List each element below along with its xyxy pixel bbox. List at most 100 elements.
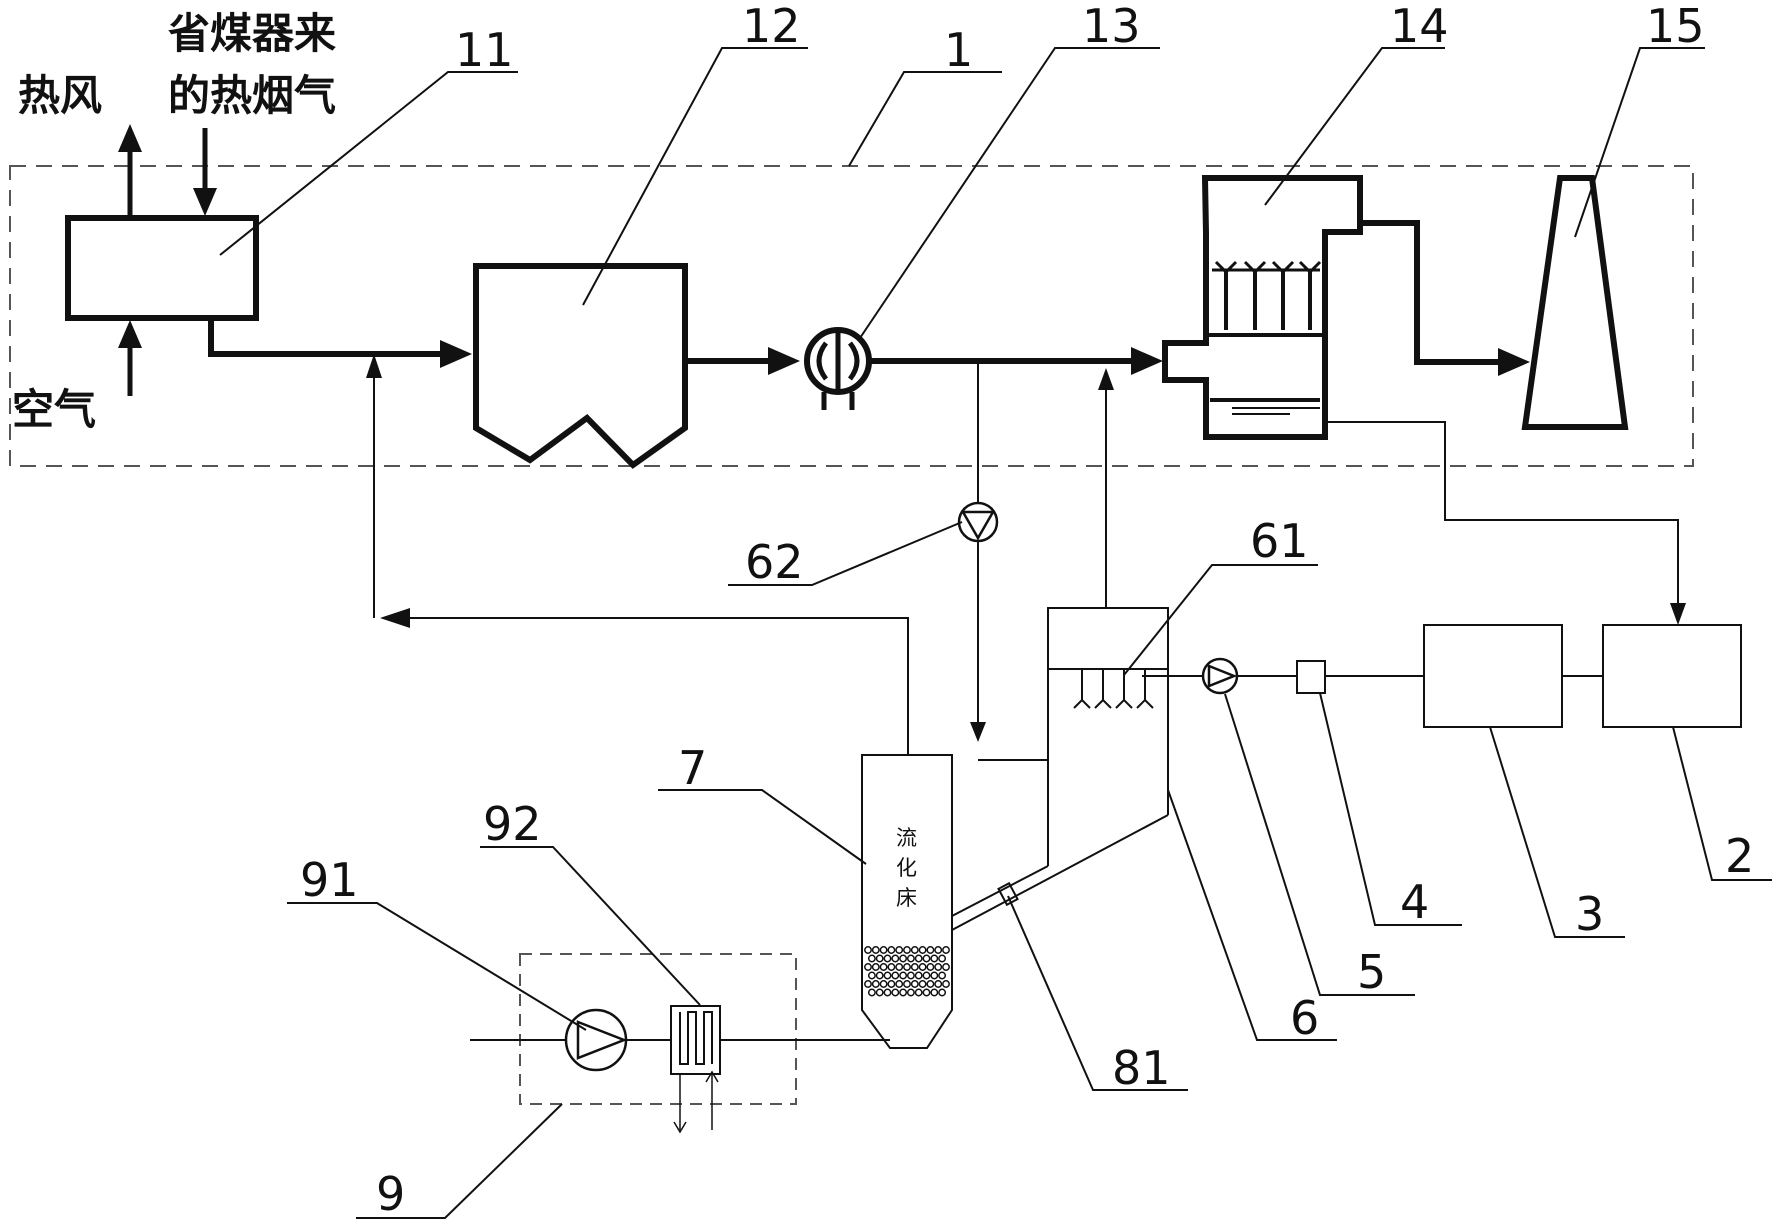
- bed-particle: [922, 954, 931, 963]
- bed-particle: [903, 946, 911, 954]
- leader-62: [728, 521, 963, 586]
- label-fluidized-bed-3: 床: [896, 886, 917, 910]
- bed-particle: [903, 980, 911, 988]
- bed-particle: [934, 980, 943, 988]
- bed-particle: [918, 963, 927, 971]
- evaporation-tower-6: [1047, 607, 1169, 866]
- bed-particle: [906, 988, 915, 997]
- bed-particle: [883, 971, 892, 980]
- leader-12: [582, 47, 808, 306]
- air-preheater-11: [65, 215, 259, 321]
- bed-particle: [871, 963, 880, 971]
- bed-particle: [895, 980, 904, 988]
- label-fluidized-bed-1: 流: [896, 826, 917, 850]
- induced-draft-fan-13: [804, 327, 872, 410]
- bed-particle: [867, 954, 876, 963]
- bed-particle: [891, 954, 900, 963]
- return-line-7-to-duct: [366, 354, 909, 755]
- bed-particle: [934, 963, 943, 971]
- flue-duct-13-to-14: [870, 347, 1163, 375]
- bed-particle: [883, 954, 892, 963]
- bed-particle: [942, 963, 950, 971]
- bed-particle: [918, 980, 927, 988]
- number-61: 61: [1250, 514, 1309, 568]
- bed-particle: [942, 946, 950, 954]
- bed-particle: [918, 946, 927, 954]
- number-62: 62: [745, 535, 804, 589]
- waste-water-line-14-to-2: [1325, 421, 1686, 625]
- dust-collector-12: [473, 263, 688, 469]
- chute-6-to-7: [951, 814, 1169, 931]
- bed-particle: [926, 963, 935, 971]
- bed-particle: [922, 988, 931, 997]
- number-1: 1: [944, 23, 973, 77]
- bed-particle: [879, 963, 888, 971]
- bed-material-pattern: [864, 946, 950, 997]
- bed-particle: [867, 988, 876, 997]
- leader-5: [1224, 693, 1415, 996]
- leader-2: [1672, 726, 1772, 881]
- heater-92: [670, 1005, 721, 1134]
- bed-particle: [914, 971, 923, 980]
- bed-particle: [930, 954, 939, 963]
- bed-particle: [879, 946, 888, 954]
- leader-7: [658, 789, 867, 865]
- bed-particle: [938, 954, 947, 963]
- bed-particle: [922, 971, 931, 980]
- number-9: 9: [376, 1167, 405, 1221]
- bed-particle: [903, 963, 911, 971]
- bed-particle: [895, 963, 904, 971]
- bed-particle: [906, 954, 915, 963]
- number-2: 2: [1725, 829, 1754, 883]
- bed-particle: [875, 988, 884, 997]
- bed-particle: [938, 988, 947, 997]
- chimney-15: [1521, 175, 1629, 430]
- number-3: 3: [1575, 887, 1604, 941]
- flue-duct-11-to-12: [208, 318, 472, 368]
- leader-81: [1007, 895, 1188, 1091]
- bed-particle: [891, 971, 900, 980]
- bed-particle: [910, 963, 919, 971]
- number-7: 7: [678, 741, 707, 795]
- label-hot-air: 热风: [18, 71, 102, 120]
- leader-9: [356, 1103, 563, 1219]
- bed-particle: [938, 971, 947, 980]
- bed-particle: [895, 946, 904, 954]
- bed-particle: [899, 988, 908, 997]
- bed-particle: [887, 946, 896, 954]
- label-flue-gas-line1: 省煤器来: [168, 9, 336, 58]
- fan-91: [564, 1008, 628, 1072]
- bed-particle: [867, 971, 876, 980]
- pump-62: [957, 501, 999, 543]
- bed-particle: [899, 971, 908, 980]
- bed-particle: [926, 946, 935, 954]
- label-air: 空气: [12, 385, 96, 434]
- valve-81: [997, 881, 1019, 907]
- leader-91: [287, 902, 587, 1031]
- number-5: 5: [1357, 945, 1386, 999]
- number-4: 4: [1400, 875, 1429, 929]
- bed-particle: [930, 988, 939, 997]
- air-supply-unit-9: [519, 953, 797, 1105]
- bed-particle: [871, 946, 880, 954]
- bed-particle: [910, 980, 919, 988]
- air-inlet-arrow: [118, 320, 142, 396]
- leader-92: [480, 846, 701, 1006]
- desulfurization-tower-14: [1162, 175, 1363, 440]
- number-13: 13: [1082, 0, 1141, 53]
- bed-particle: [875, 971, 884, 980]
- leader-3: [1489, 726, 1625, 938]
- tank-3: [1423, 624, 1563, 728]
- leader-61: [1123, 564, 1318, 676]
- line-tower-6-to-flue: [1098, 368, 1114, 608]
- line-62-to-tower-6: [970, 541, 1049, 761]
- flue-gas-inlet-arrow: [193, 128, 217, 216]
- bed-particle: [914, 954, 923, 963]
- tank-2: [1602, 624, 1742, 728]
- bed-particle: [864, 963, 872, 971]
- number-15: 15: [1646, 0, 1705, 53]
- label-flue-gas-line2: 的热烟气: [168, 71, 336, 120]
- bed-particle: [906, 971, 915, 980]
- leader-4: [1319, 692, 1462, 926]
